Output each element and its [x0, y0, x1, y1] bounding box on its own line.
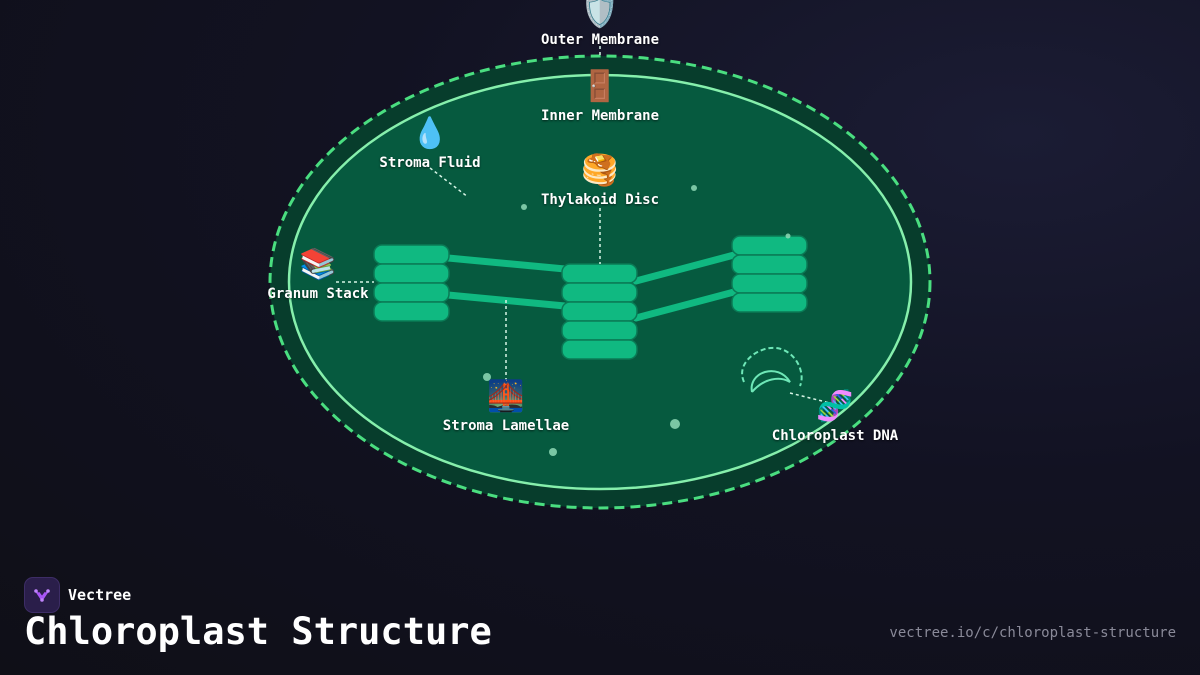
door-icon: 🚪 [581, 69, 619, 104]
label-thylakoid-disc: Thylakoid Disc [540, 192, 660, 208]
label-granum-stack: Granum Stack [267, 286, 369, 302]
label-stroma-fluid: Stroma Fluid [379, 155, 481, 171]
books-icon: 📚 [299, 247, 337, 282]
source-url[interactable]: vectree.io/c/chloroplast-structure [889, 625, 1176, 641]
bridge-icon: 🌉 [487, 379, 525, 414]
label-stroma-lamellae: Stroma Lamellae [442, 418, 570, 434]
droplet-icon: 💧 [411, 116, 449, 151]
dna-icon: 🧬 [816, 389, 854, 424]
brand: Vectree [24, 577, 131, 613]
label-outer-membrane: Outer Membrane [540, 32, 660, 48]
label-inner-membrane: Inner Membrane [540, 108, 660, 124]
granum-stack-left [373, 244, 450, 322]
label-chloroplast-dna: Chloroplast DNA [771, 428, 899, 444]
granum-stack-center [561, 263, 638, 360]
pancakes-icon: 🥞 [581, 153, 619, 188]
ribosome-dots [483, 185, 791, 456]
granum-stack-right [731, 235, 808, 313]
stroma-lamellae-connectors [444, 251, 738, 322]
page-title: Chloroplast Structure [24, 610, 492, 653]
leader-lines [336, 46, 831, 404]
shield-icon: 🛡️ [581, 0, 619, 30]
chloroplast-dna-loop [741, 346, 803, 393]
vectree-logo-icon [24, 577, 60, 613]
brand-name: Vectree [68, 586, 132, 604]
